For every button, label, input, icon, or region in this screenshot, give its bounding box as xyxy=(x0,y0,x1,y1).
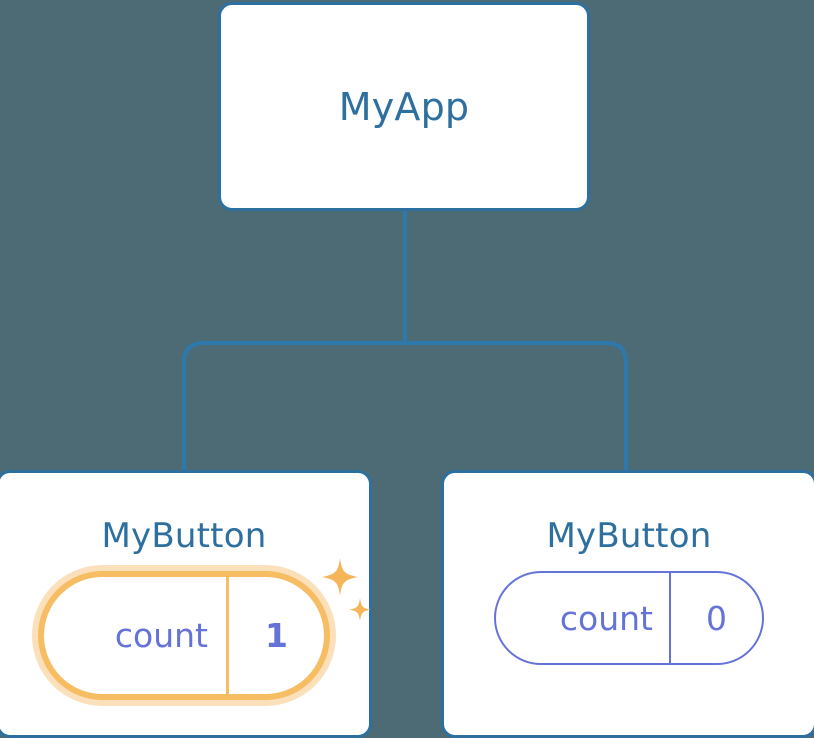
node-mybutton-right-title: MyButton xyxy=(546,516,712,556)
state-pill-right[interactable]: count 0 xyxy=(494,571,764,665)
state-pill-left[interactable]: count 1 xyxy=(38,571,330,700)
state-pill-right-label: count xyxy=(559,598,653,638)
state-pill-left-value: 1 xyxy=(265,616,288,655)
node-mybutton-left[interactable]: MyButton count 1 xyxy=(0,470,372,738)
state-pill-right-wrap: count 0 xyxy=(444,571,814,665)
node-mybutton-left-title: MyButton xyxy=(101,516,267,556)
node-myapp[interactable]: MyApp xyxy=(218,2,590,211)
state-pill-right-value: 0 xyxy=(706,598,727,638)
state-pill-left-divider xyxy=(226,577,229,694)
node-mybutton-right[interactable]: MyButton count 0 xyxy=(441,470,814,738)
state-pill-left-wrap: count 1 xyxy=(0,571,369,700)
edge-root-to-children xyxy=(182,341,628,470)
node-myapp-title: MyApp xyxy=(338,84,470,129)
state-pill-right-divider xyxy=(669,573,671,663)
state-pill-left-label: count xyxy=(114,616,208,655)
